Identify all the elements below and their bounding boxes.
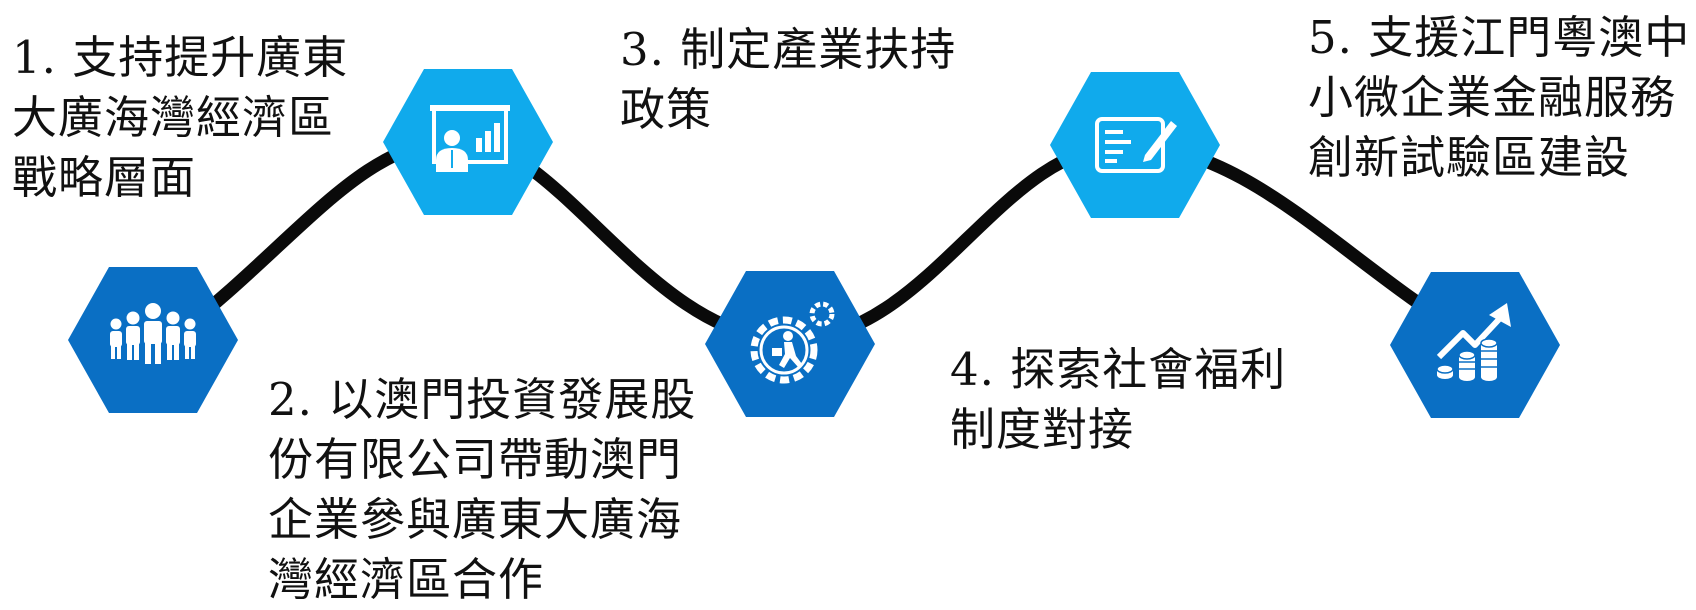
gear-running-person-icon (750, 301, 835, 384)
presentation-chart-icon (430, 105, 510, 172)
step-4-hexagon-shape (1050, 72, 1220, 218)
step-5-label: 5. 支援江門粵澳中 小微企業金融服務 創新試驗區建設 (1308, 11, 1691, 184)
step-5-hexagon (1390, 272, 1560, 418)
step-1-label: 1. 支持提升廣東 大廣海灣經濟區 戰略層面 (12, 31, 349, 204)
step-2-hexagon-shape (383, 69, 553, 215)
step-1-hexagon (68, 267, 238, 413)
step-3-label: 3. 制定產業扶持 政策 (620, 23, 957, 136)
step-4-hexagon (1050, 72, 1220, 218)
people-group-icon (110, 303, 196, 364)
coins-growth-icon (1436, 303, 1511, 381)
step-2-label: 2. 以澳門投資發展股 份有限公司帶動澳門 企業參與廣東大廣海 灣經濟區合作 (268, 373, 697, 606)
step-2-hexagon (383, 69, 553, 215)
step-4-label: 4. 探索社會福利 制度對接 (950, 343, 1287, 456)
step-3-hexagon (705, 271, 875, 417)
document-pen-icon (1095, 117, 1177, 173)
